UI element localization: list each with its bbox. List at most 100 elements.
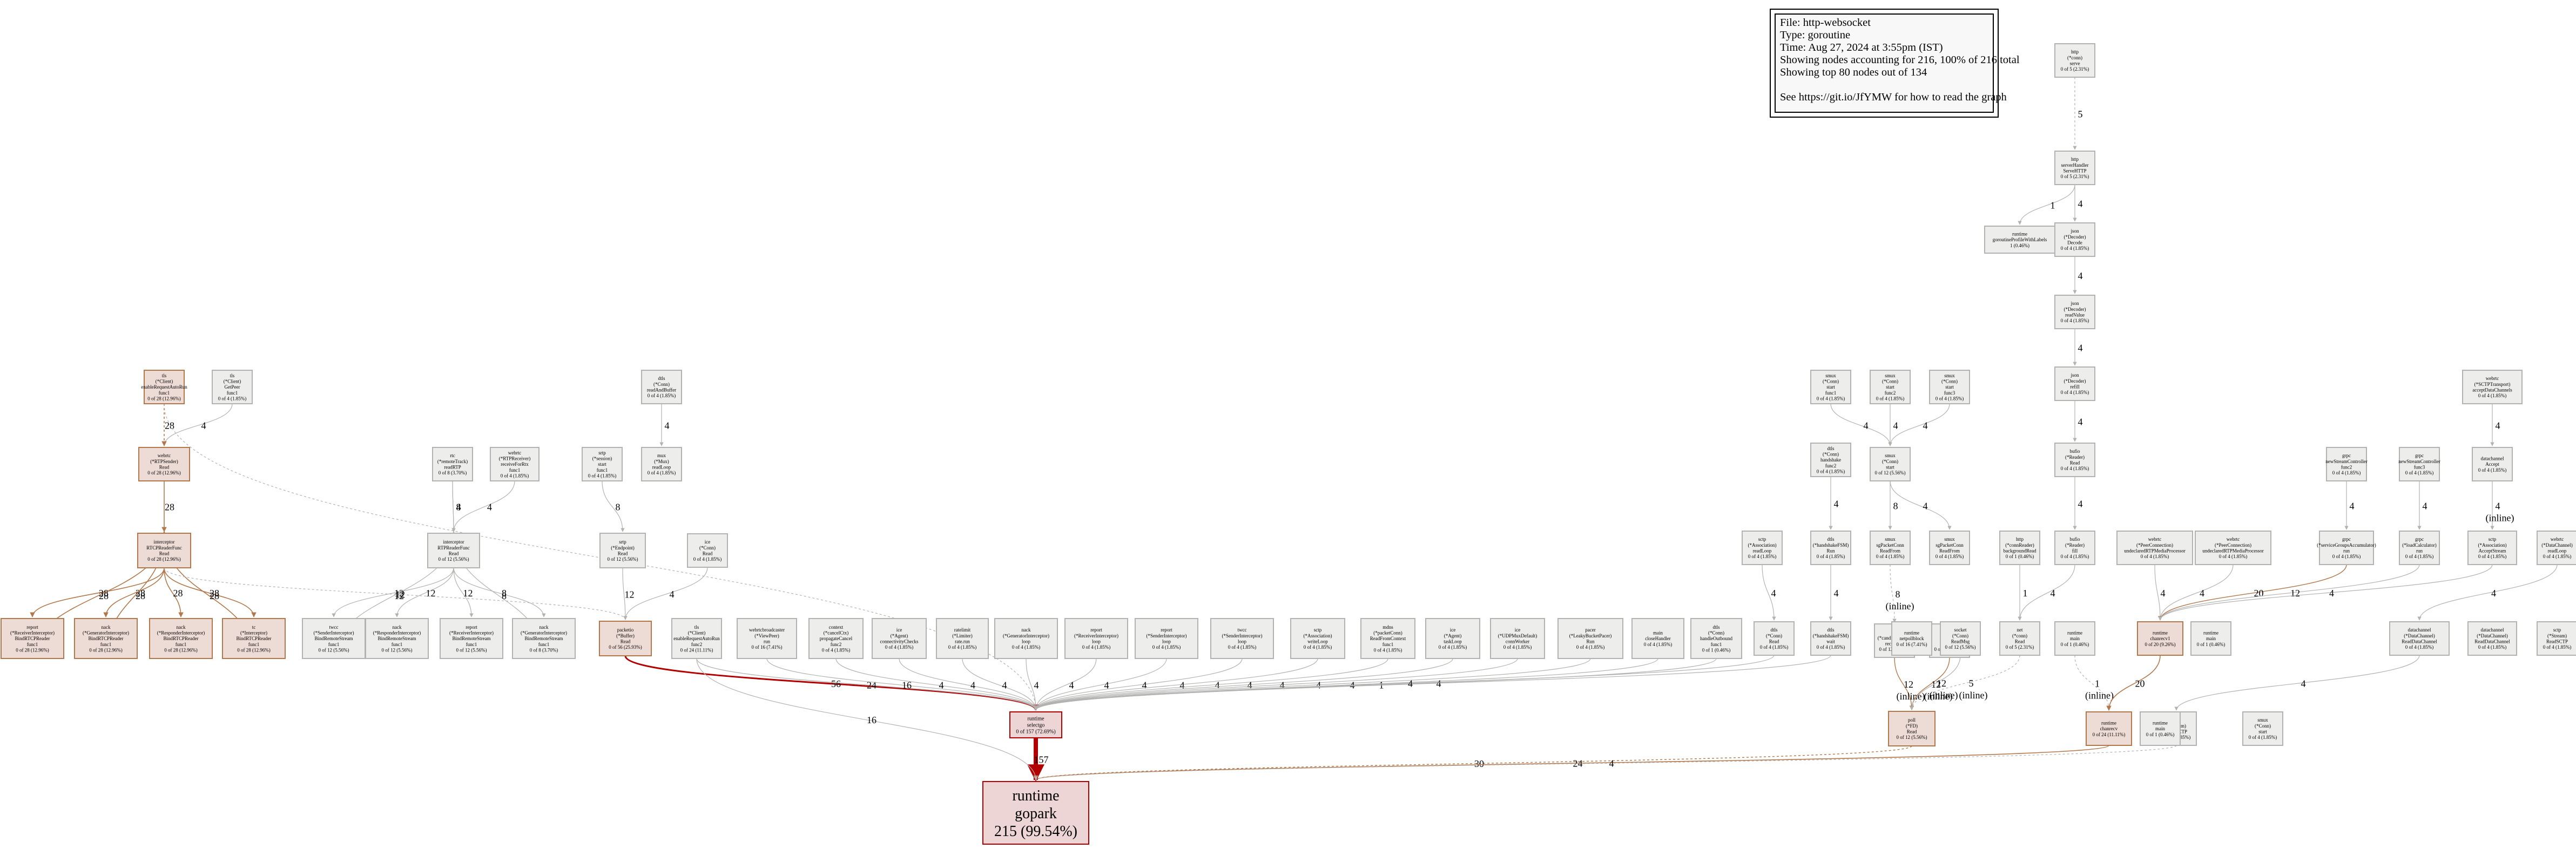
graph-node-report-sender[interactable]: report(*ReceiverInterceptor)BindRTCPRead… — [1, 618, 64, 659]
graph-node-text: undeclaredRTPMediaProcessor — [2124, 548, 2185, 553]
graph-node-datachan-read[interactable]: datachannel(*DataChannel)ReadDataChannel… — [2389, 621, 2450, 656]
graph-node-box — [994, 618, 1058, 659]
graph-node-text: ReadFrom — [1939, 548, 1960, 553]
graph-node-tests-rewrite[interactable]: webrtc(*PeerConnection)undeclaredRTPMedi… — [2116, 531, 2193, 565]
graph-node-report-bind2[interactable]: report(*ReceiverInterceptor)BindRemoteSt… — [440, 618, 503, 659]
graph-node-tests-rtp[interactable]: webrtc(*PeerConnection)undeclaredRTPMedi… — [2195, 531, 2271, 565]
graph-node-text: 0 of 4 (1.85%) — [1576, 644, 1605, 650]
graph-node-box — [1009, 711, 1062, 738]
graph-node-text: ice — [705, 539, 711, 545]
graph-node-twcc-bind[interactable]: twcc(*SenderInterceptor)BindRemoteStream… — [302, 618, 366, 659]
graph-node-text: (*connReader) — [2005, 542, 2034, 548]
graph-node-nack-gen[interactable]: nack(*GeneratorInterceptor)BindRTCPReade… — [74, 618, 138, 659]
legend-help-link[interactable]: See https://git.io/JfYMW for how to read… — [1780, 91, 2007, 103]
graph-node-nack-gen2[interactable]: nack(*GeneratorInterceptor)BindRemoteStr… — [512, 618, 576, 659]
graph-node-box — [737, 618, 797, 659]
graph-node-text: fill — [2072, 548, 2078, 553]
graph-node-text: 0 of 28 (12.96%) — [164, 647, 198, 653]
graph-node-datachan-readloop[interactable]: datachannel(*DataChannel)ReadDataChannel… — [2467, 621, 2517, 656]
graph-node-webrtc-recv[interactable]: webrtc(*RTPReceiver)receiveForRtxfunc10 … — [490, 447, 540, 481]
graph-edge-e8: 1 — [2018, 565, 2028, 621]
graph-node-text: chanrecv1 — [2150, 636, 2170, 641]
graph-edge-e29: 4 — [162, 403, 233, 446]
graph-node-box — [1, 618, 64, 659]
graph-node-nack-bind2[interactable]: nack(*ResponderInterceptor)BindRemoteStr… — [365, 618, 429, 659]
graph-edge-line — [2158, 564, 2493, 621]
graph-node-webrtc-accept[interactable]: webrtc(*SCTPTransport)acceptDataChannels… — [2462, 370, 2523, 404]
graph-node-nack-resp[interactable]: nack(*ResponderInterceptor)BindRTCPReade… — [149, 618, 213, 659]
graph-node-context-after[interactable]: context(*cancelCtx)propagateCancelfunc20… — [808, 618, 864, 659]
graph-node-box — [2462, 370, 2523, 404]
